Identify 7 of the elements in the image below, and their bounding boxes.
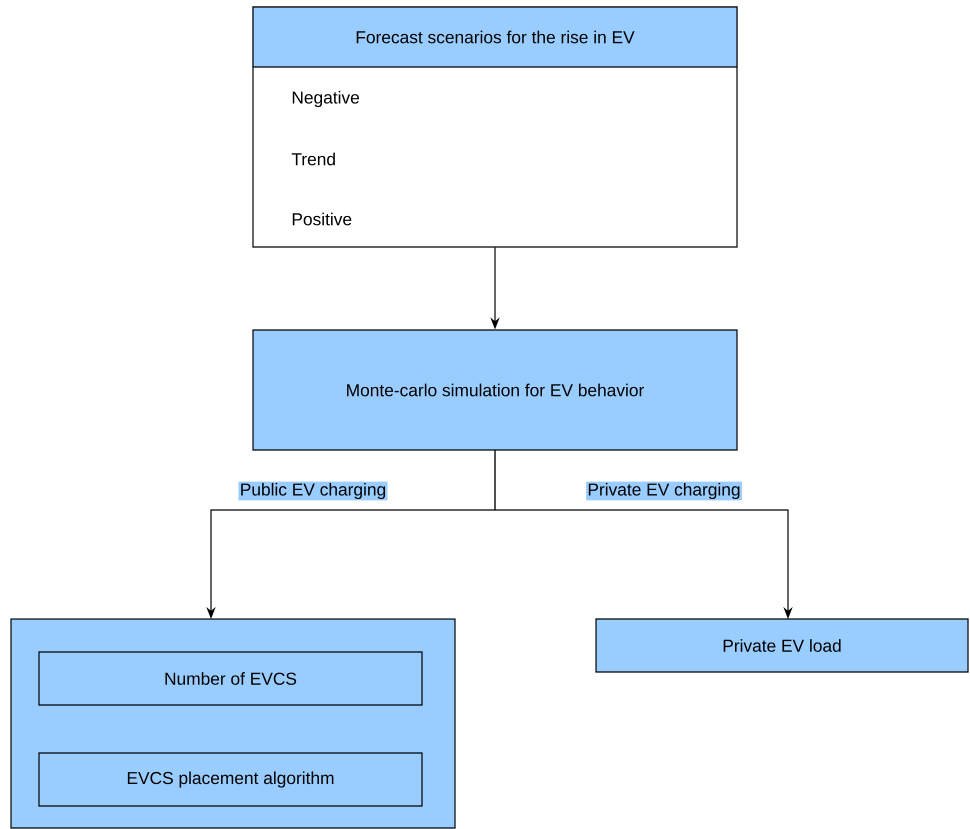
- process-box: Monte-carlo simulation for EV behavior: [252, 329, 738, 451]
- process-box: Private EV load: [595, 618, 969, 673]
- process-box: Number of EVCS: [38, 651, 423, 706]
- scenario-box: Forecast scenarios for the rise in EV Negative Trend Positive: [252, 6, 738, 248]
- edge-label: Private EV charging: [586, 482, 742, 500]
- process-box: EVCS placement algorithm: [38, 752, 423, 807]
- edge-label: Public EV charging: [238, 482, 388, 500]
